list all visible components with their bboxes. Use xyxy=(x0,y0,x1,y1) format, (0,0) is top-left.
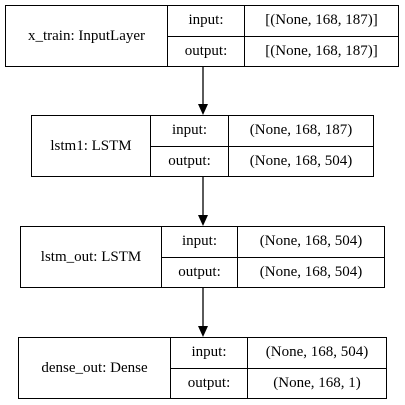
layer-name: lstm1: LSTM xyxy=(32,116,151,176)
output-shape: [(None, 168, 187)] xyxy=(265,42,378,59)
input-shape: (None, 168, 504) xyxy=(248,338,386,369)
layer-name: lstm_out: LSTM xyxy=(21,227,162,287)
io-labels: input: output: xyxy=(171,338,248,398)
output-label: output: xyxy=(168,152,211,169)
arrow-x-train-to-lstm1 xyxy=(198,67,208,115)
output-shape: (None, 168, 504) xyxy=(249,152,353,169)
layer-node-dense-out: dense_out: Dense input: output: (None, 1… xyxy=(18,337,387,399)
layer-node-lstm-out: lstm_out: LSTM input: output: (None, 168… xyxy=(20,226,385,288)
io-values: (None, 168, 187) (None, 168, 504) xyxy=(229,116,373,176)
layer-name: x_train: InputLayer xyxy=(6,6,168,66)
output-shape: (None, 168, 1) xyxy=(273,374,361,391)
io-values: (None, 168, 504) (None, 168, 504) xyxy=(238,227,384,287)
input-label: input: xyxy=(162,227,237,258)
input-label: input: xyxy=(171,338,247,369)
arrow-lstm-out-to-dense-out xyxy=(198,288,208,337)
layer-name: dense_out: Dense xyxy=(19,338,171,398)
io-labels: input: output: xyxy=(151,116,229,176)
input-shape: [(None, 168, 187)] xyxy=(245,6,398,37)
io-values: (None, 168, 504) (None, 168, 1) xyxy=(248,338,386,398)
input-shape: (None, 168, 504) xyxy=(238,227,384,258)
io-labels: input: output: xyxy=(168,6,245,66)
input-shape: (None, 168, 187) xyxy=(229,116,373,147)
output-label: output: xyxy=(178,263,221,280)
layer-node-x-train: x_train: InputLayer input: output: [(Non… xyxy=(5,5,399,67)
input-label: input: xyxy=(151,116,228,147)
output-label: output: xyxy=(184,42,228,59)
output-shape: (None, 168, 504) xyxy=(259,263,363,280)
output-label: output: xyxy=(187,374,231,391)
io-values: [(None, 168, 187)] [(None, 168, 187)] xyxy=(245,6,398,66)
io-labels: input: output: xyxy=(162,227,238,287)
arrow-lstm1-to-lstm-out xyxy=(198,177,208,226)
layer-node-lstm1: lstm1: LSTM input: output: (None, 168, 1… xyxy=(31,115,374,177)
input-label: input: xyxy=(168,6,244,37)
